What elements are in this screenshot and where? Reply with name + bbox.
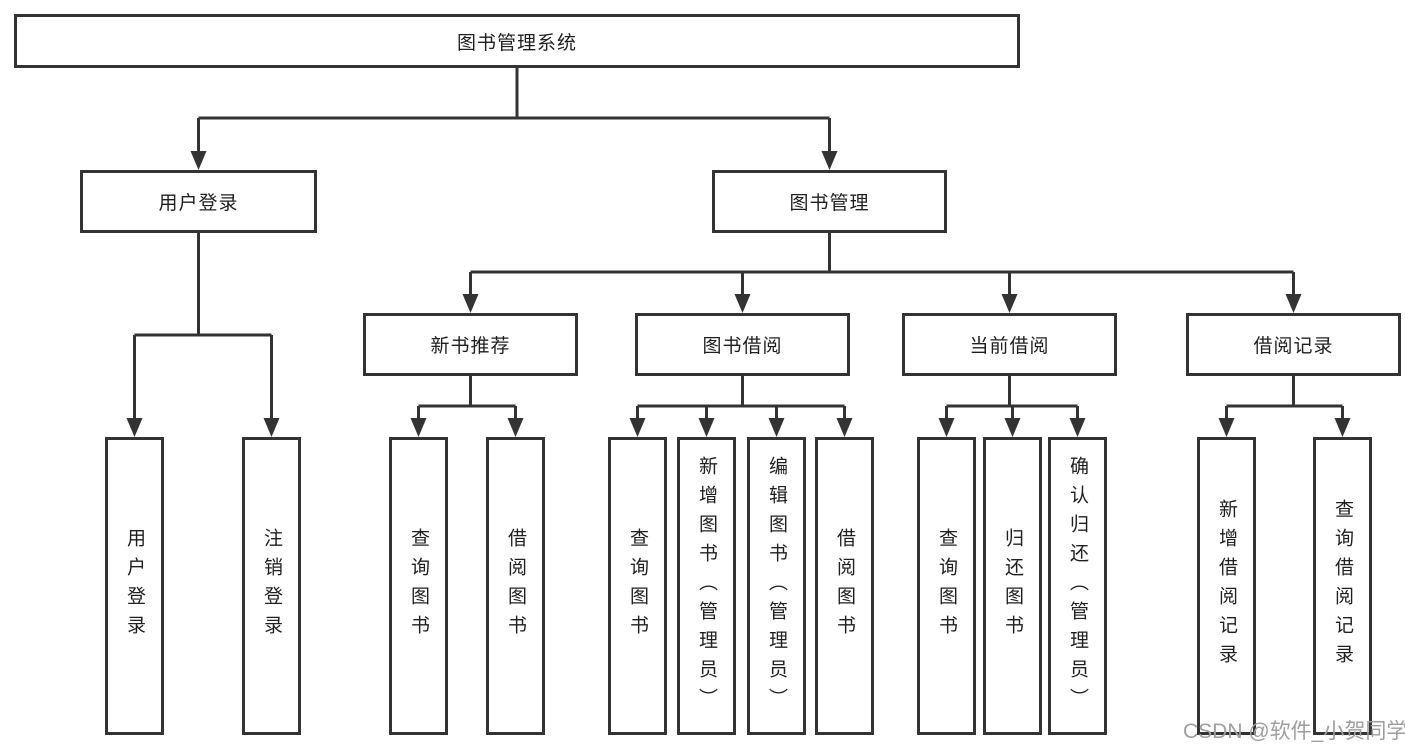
node-confirm-return-admin: 确认归还（管理员） [1048,437,1107,735]
node-current-borrowing: 当前借阅 [902,313,1117,376]
node-borrow-books-recommend: 借阅图书 [486,437,545,735]
node-add-books-admin: 新增图书（管理员） [677,437,736,735]
node-user-login-leaf: 用户登录 [105,437,164,735]
node-logout: 注销登录 [242,437,301,735]
node-borrowing-records: 借阅记录 [1186,313,1401,376]
node-query-books-recommend: 查询图书 [389,437,448,735]
node-query-books-current: 查询图书 [917,437,976,735]
node-book-management: 图书管理 [712,170,947,233]
node-user-login: 用户登录 [80,170,317,233]
node-query-borrow-record: 查询借阅记录 [1313,437,1372,735]
node-new-book-recommendation: 新书推荐 [363,313,578,376]
node-return-books: 归还图书 [983,437,1042,735]
node-book-borrowing: 图书借阅 [635,313,850,376]
node-edit-books-admin: 编辑图书（管理员） [747,437,806,735]
node-add-borrow-record: 新增借阅记录 [1197,437,1256,735]
node-library-management-system: 图书管理系统 [14,14,1020,68]
csdn-watermark: CSDN @软件_小贺同学 [1183,720,1405,743]
node-borrow-books-leaf: 借阅图书 [815,437,874,735]
node-query-books-borrow: 查询图书 [608,437,667,735]
